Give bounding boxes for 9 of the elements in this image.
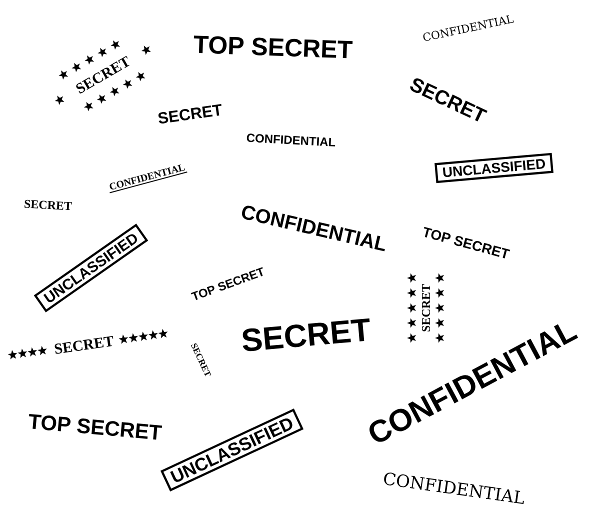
stamp-text: TOP SECRET	[29, 414, 162, 440]
stamp-text: TOP SECRET	[194, 36, 353, 58]
stamp-text: TOP SECRET	[424, 226, 510, 258]
stamp-text: CONFIDENTIAL	[246, 134, 336, 146]
stamp-text: SECRET	[24, 200, 72, 210]
starred-stamp: SECRET	[8, 328, 168, 360]
stamp-text: SECRET	[158, 104, 222, 124]
stamp-text: SECRET	[242, 318, 370, 352]
stamp-box: UNCLASSIFIED	[434, 152, 554, 184]
